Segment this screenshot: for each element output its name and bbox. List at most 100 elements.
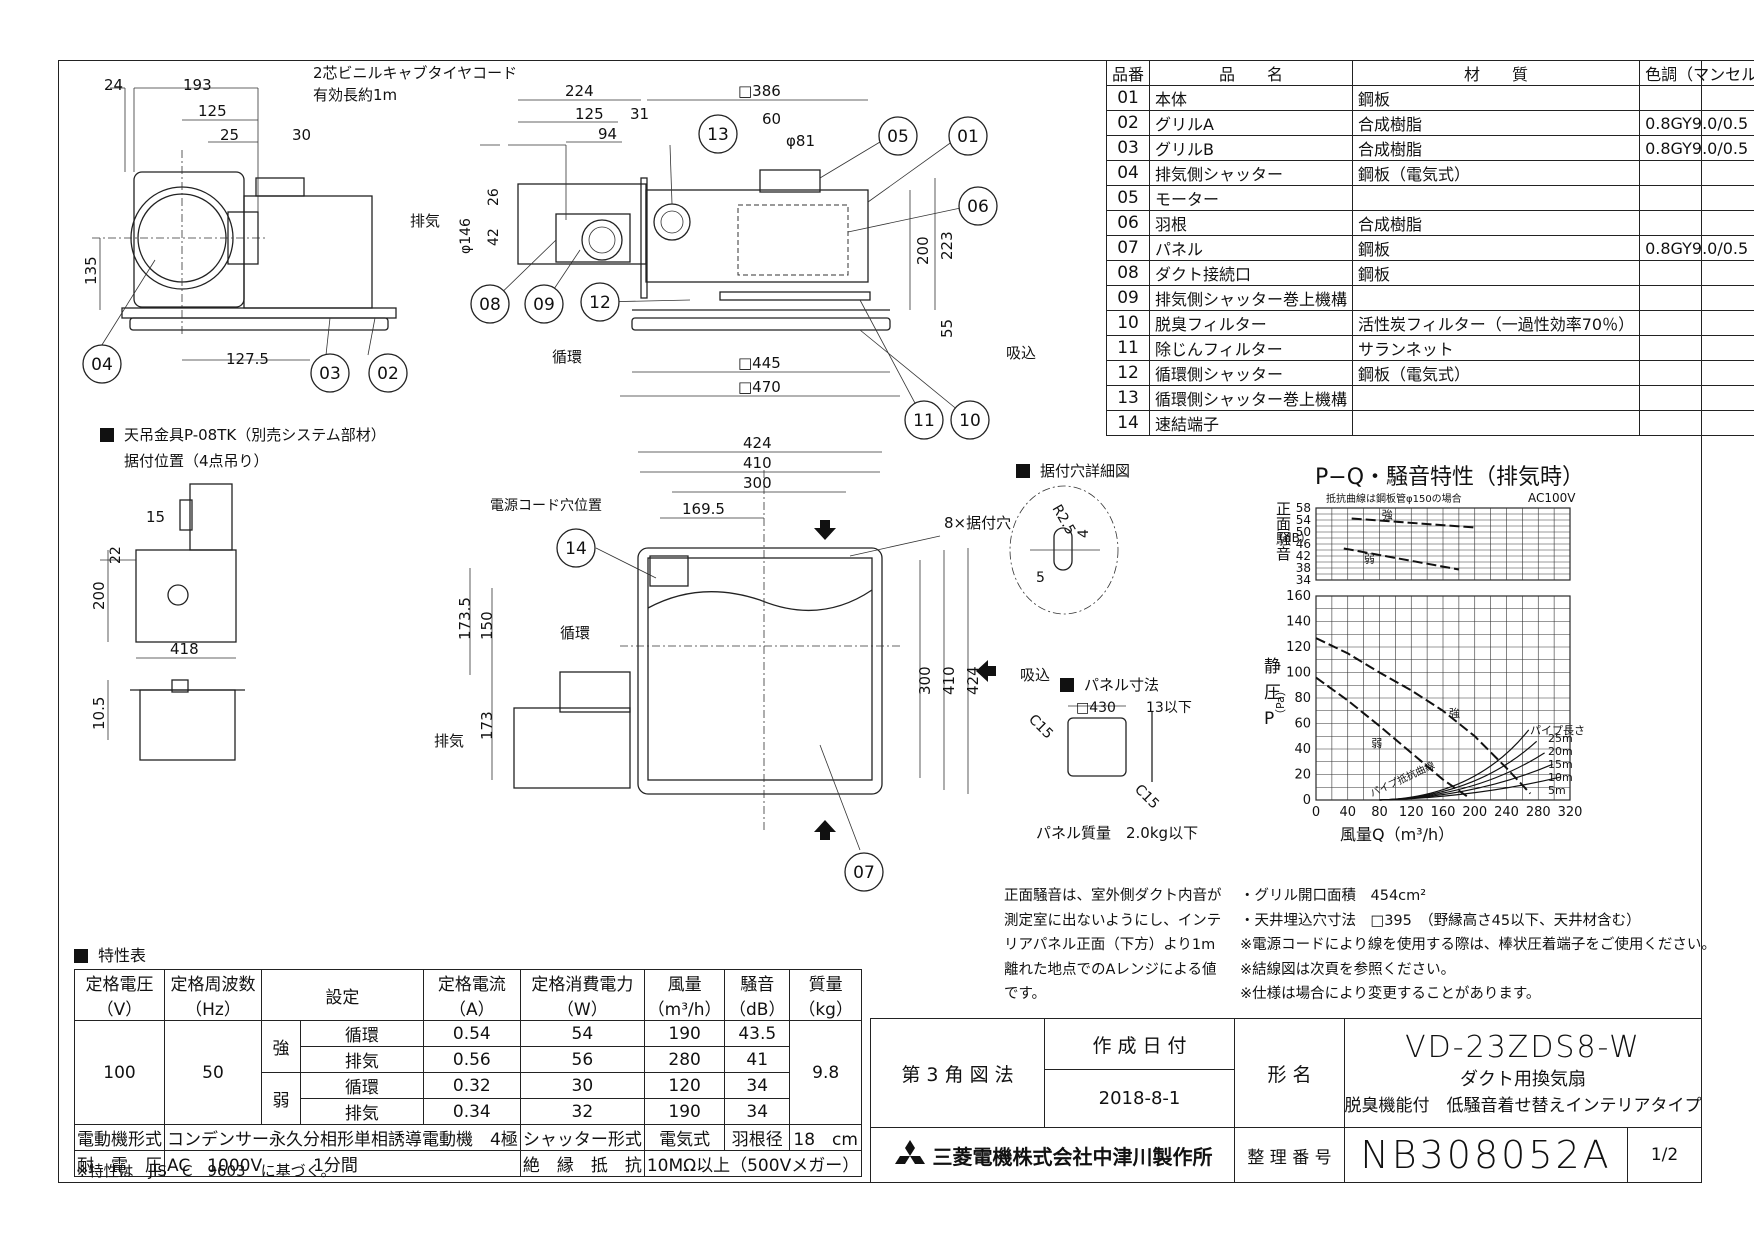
part-color <box>1639 385 1754 411</box>
spec-h-voltage: 定格電圧（V） <box>74 969 165 1021</box>
spec-airflow: 280 <box>643 1046 726 1073</box>
spec-current: 0.32 <box>422 1072 521 1099</box>
part-no: 06 <box>1105 210 1151 236</box>
company-name: 三菱電機株式会社中津川製作所 <box>932 1144 1213 1169</box>
front-view: 224 125 31 94 □386 60 φ81 26 φ146 42 200… <box>410 82 1036 421</box>
parts-table-header: 品番 品 名 材 質 色調（マンセル・近） <box>1105 60 1754 86</box>
part-color <box>1639 410 1754 436</box>
dim-text: 424 <box>964 666 982 695</box>
square-bullet-icon <box>100 428 114 442</box>
dim-text: 150 <box>478 611 496 640</box>
panel-dimension: □430 13以下 C15 C15 パネル質量 2.0kg以下 <box>1025 700 1198 842</box>
part-material: 鋼板 <box>1352 260 1641 286</box>
pressure-axis-label: 静圧P <box>1264 657 1281 729</box>
spec-h-airflow: 風量（m³/h） <box>643 969 726 1021</box>
part-bubble-01 <box>948 116 988 156</box>
part-bubble-label: 03 <box>319 364 341 384</box>
panel-dimension-title: パネル寸法 <box>1060 674 1159 695</box>
part-color: 0.8GY9.0/0.5 <box>1639 235 1754 261</box>
dim-text: φ81 <box>786 132 815 150</box>
date-label: 作 成 日 付 <box>1045 1018 1235 1070</box>
spec-power: 56 <box>519 1046 645 1073</box>
part-bubble-label: 01 <box>957 127 979 147</box>
dim-text: 42 <box>486 228 502 246</box>
spec-motor-value: コンデンサー永久分相形単相誘導電動機 4極 <box>164 1124 521 1151</box>
part-material <box>1352 385 1641 411</box>
circulation-label-plan: 循環 <box>560 624 590 642</box>
notes-right: ・グリル開口面積 454cm²・天井埋込穴寸法 □395 （野縁高さ45以下、天… <box>1240 884 1716 1007</box>
spec-noise: 41 <box>724 1046 791 1073</box>
dim-text: 31 <box>630 105 649 123</box>
part-bubble-09 <box>524 284 564 324</box>
hole-detail: R2.5 4 5 <box>1009 485 1119 615</box>
part-bubble-02 <box>368 353 408 393</box>
spec-title: 特性表 <box>74 942 146 966</box>
part-bubble-label: 08 <box>479 295 501 315</box>
cord-note-1: 2芯ビニルキャブタイヤコード <box>313 64 517 82</box>
square-bullet-icon <box>74 949 88 963</box>
part-material: 鋼板（電気式） <box>1352 160 1641 186</box>
product-line-1: ダクト用換気扇 <box>1460 1069 1586 1090</box>
dim-text: □445 <box>738 354 781 372</box>
part-name: パネル <box>1149 235 1354 261</box>
part-no: 10 <box>1105 310 1151 336</box>
note-line: ・グリル開口面積 454cm² <box>1240 888 1427 904</box>
spec-mass: 9.8 <box>789 1020 863 1125</box>
dim-text: φ146 <box>458 218 474 254</box>
dim-text: 55 <box>938 319 956 338</box>
note-line: 離れた地点でのAレンジによる値 <box>1004 961 1217 978</box>
model-number: VD-23ZDS8-W <box>1405 1030 1641 1065</box>
hanger-title: 天吊金具P-08TK（別売システム部材） <box>100 424 386 445</box>
spec-h-freq: 定格周波数（Hz） <box>164 969 262 1021</box>
dim-text: 418 <box>170 640 199 658</box>
spec-power: 32 <box>519 1098 645 1125</box>
spec-shutter-value: 電気式 <box>643 1124 726 1151</box>
part-material: サランネット <box>1352 335 1641 361</box>
part-bubble-06 <box>958 186 998 226</box>
dim-text: 173 <box>478 711 496 740</box>
spec-withstand-label: 耐 電 圧 <box>74 1150 165 1177</box>
note-line: 測定室に出ないようにし、インテ <box>1004 912 1222 929</box>
dim-text: □470 <box>738 378 781 396</box>
spec-airflow: 120 <box>643 1072 726 1099</box>
spec-h-noise: 騒音（dB） <box>724 969 791 1021</box>
dim-text: 25 <box>220 126 239 144</box>
spec-mode: 循環 <box>300 1072 424 1099</box>
header-material: 材 質 <box>1352 60 1641 86</box>
part-bubble-label: 12 <box>589 293 611 313</box>
part-bubble-14 <box>556 528 596 568</box>
dim-text: 135 <box>82 256 100 285</box>
part-name: 速結端子 <box>1149 410 1354 436</box>
hanger-subtitle: 据付位置（4点吊り） <box>124 452 269 470</box>
part-name: ダクト接続口 <box>1149 260 1354 286</box>
part-bubble-label: 13 <box>707 125 729 145</box>
part-bubble-03 <box>310 353 350 393</box>
dim-text: 193 <box>183 76 212 94</box>
header-color: 色調（マンセル・近） <box>1639 60 1754 86</box>
power-cord-hole-label: 電源コード穴位置 <box>490 498 602 514</box>
part-name: 羽根 <box>1149 210 1354 236</box>
mount-holes-label: 8×据付穴 <box>944 514 1011 532</box>
part-material: 活性炭フィルター（一過性効率70％） <box>1352 310 1641 336</box>
part-no: 04 <box>1105 160 1151 186</box>
noise-axis-label: 正面騒音 <box>1276 500 1292 563</box>
part-no: 13 <box>1105 385 1151 411</box>
part-name: 脱臭フィルター <box>1149 310 1354 336</box>
part-no: 05 <box>1105 185 1151 211</box>
dim-text: C15 <box>1131 782 1162 813</box>
spec-h-mass: 質量（kg） <box>789 969 863 1021</box>
exhaust-label-plan: 排気 <box>434 732 464 750</box>
part-color: 0.8GY9.0/0.5 <box>1639 135 1754 161</box>
dim-text: □386 <box>738 82 781 100</box>
parts-table: 品番 品 名 材 質 色調（マンセル・近） 01本体鋼板02グリルA合成樹脂0.… <box>1105 60 1754 436</box>
note-line: です。 <box>1004 986 1047 1002</box>
spec-fan-label: 羽根径 <box>724 1124 791 1151</box>
plan-view: 424 410 300 169.5 173.5 150 173 300 410 … <box>434 434 1050 851</box>
side-view: 24 193 125 25 30 135 127.5 2芯ビニルキャブタイヤコー… <box>82 64 517 368</box>
intake-label-plan: 吸込 <box>1020 666 1050 684</box>
